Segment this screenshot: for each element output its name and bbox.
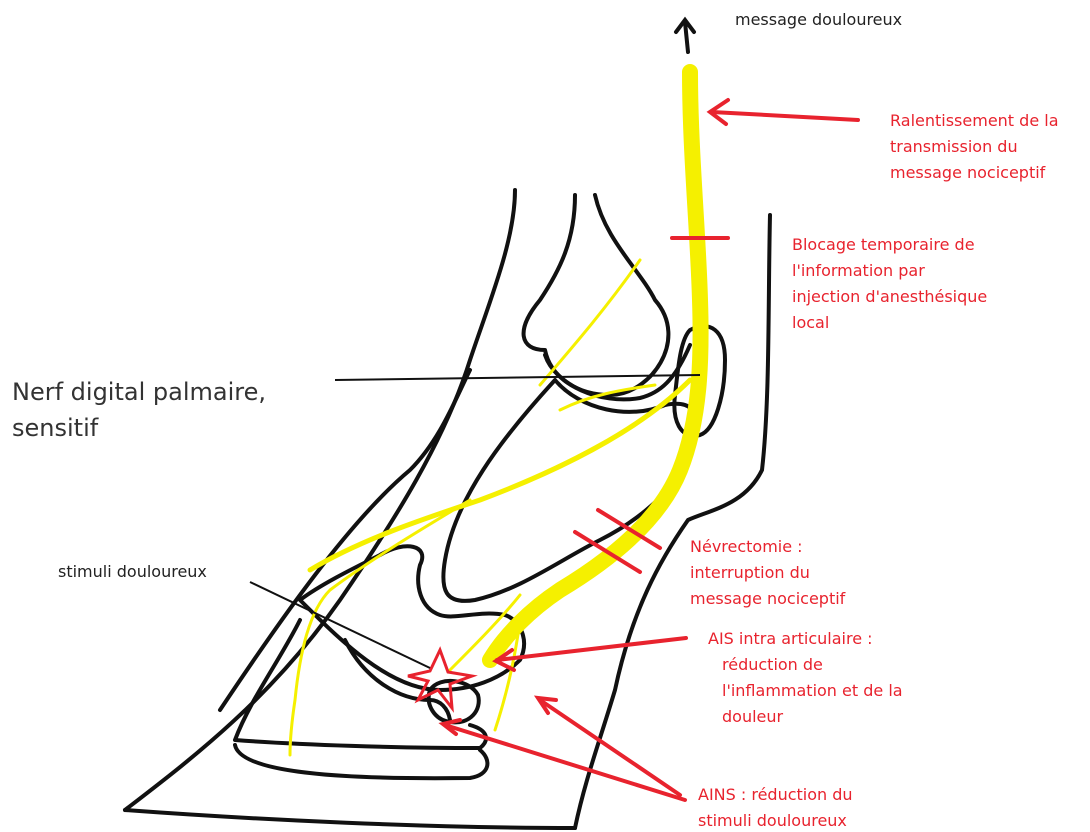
nevrectomie-line-3: message nociceptif [690, 589, 846, 608]
nerf-label-line1: Nerf digital palmaire, [12, 378, 266, 406]
outer-front-contour [125, 190, 515, 810]
nerf-label-line2: sensitif [12, 414, 99, 442]
message-douloureux-label: message douloureux [735, 10, 902, 29]
ains-arrow-2 [445, 725, 685, 800]
nevrectomie-line-1: Névrectomie : [690, 537, 803, 556]
sole-inner [235, 745, 487, 778]
message-arrow [676, 20, 694, 52]
nevrectomie-line-2: interruption du [690, 563, 810, 582]
blocage-line-2: l'information par [792, 261, 925, 280]
blocage-line-4: local [792, 313, 829, 332]
ais-line-3: l'inflammation et de la [722, 681, 903, 700]
inner-wall [220, 370, 470, 710]
coffin-bone [300, 546, 524, 690]
ais-line-1: AIS intra articulaire : [708, 629, 873, 648]
blocage-line-1: Blocage temporaire de [792, 235, 975, 254]
stimuli-label: stimuli douloureux [58, 562, 207, 581]
ains-line-1: AINS : réduction du [698, 785, 853, 804]
nerve-trunk [490, 72, 701, 660]
ralentissement-line-2: transmission du [890, 137, 1018, 156]
ralentissement-arrow [712, 112, 858, 120]
long-pastern-bone [524, 195, 669, 395]
ralentissement-line-1: Ralentissement de la [890, 111, 1059, 130]
ais-line-2: réduction de [722, 655, 823, 674]
ais-line-4: douleur [722, 707, 784, 726]
blocage-line-3: injection d'anesthésique [792, 287, 987, 306]
ralentissement-line-3: message nociceptif [890, 163, 1046, 182]
ains-arrow-1 [540, 700, 680, 795]
sole-line [125, 810, 575, 828]
ains-line-2: stimuli douloureux [698, 811, 847, 830]
